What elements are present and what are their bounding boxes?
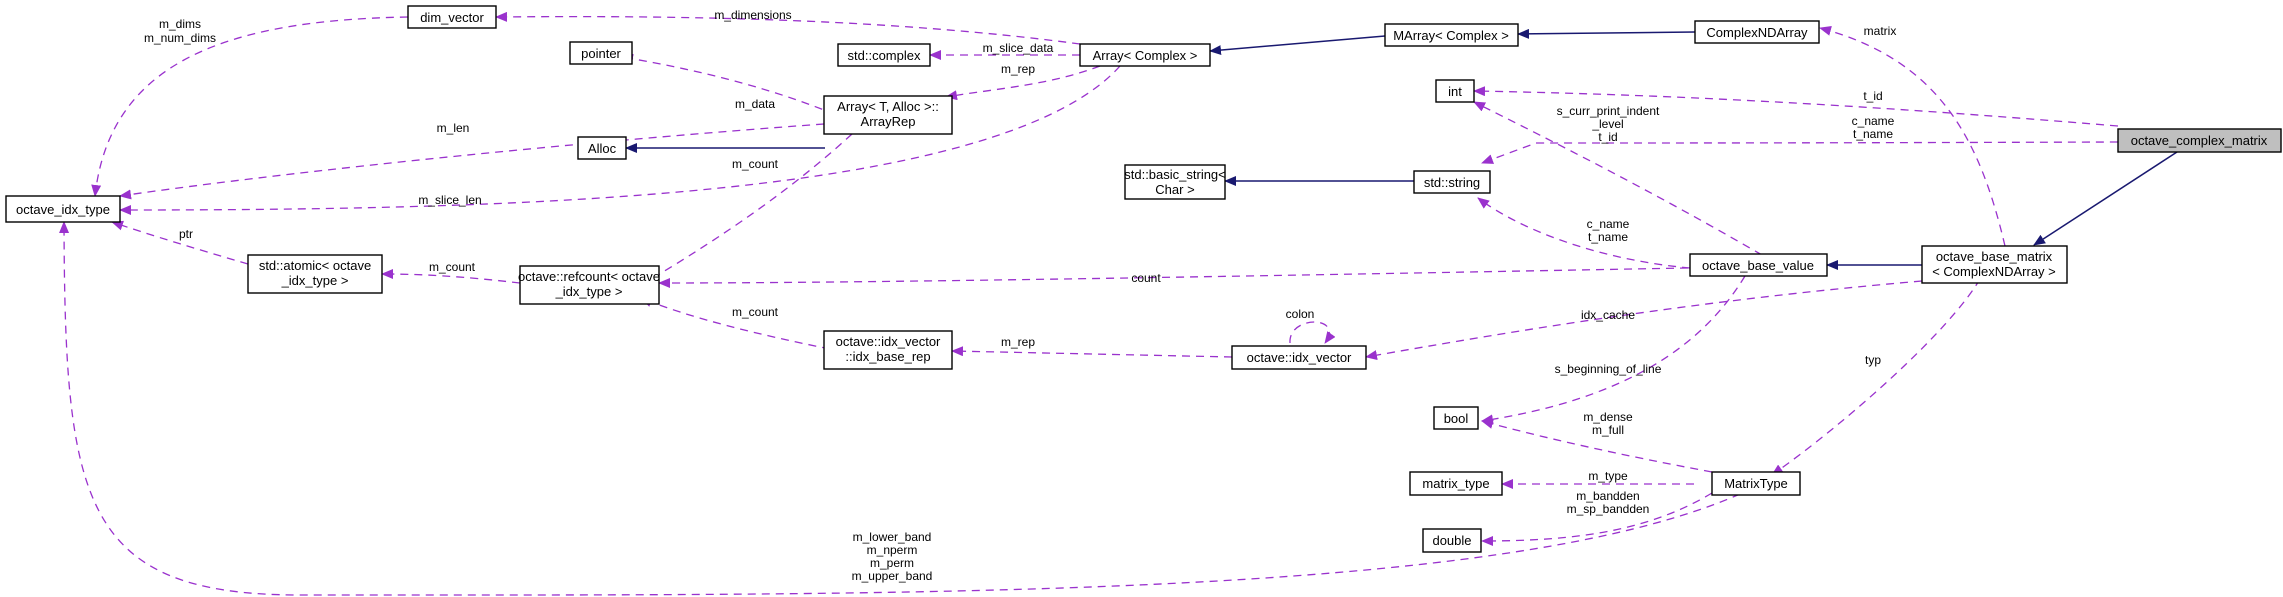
edge-s-beginning-of-line bbox=[1481, 275, 1746, 425]
node-array-complex[interactable]: Array< Complex > bbox=[1079, 43, 1211, 67]
svg-text:std::string: std::string bbox=[1424, 175, 1480, 190]
label-colon: colon bbox=[1286, 307, 1315, 321]
edge-complexnd-marray bbox=[1517, 28, 1696, 39]
svg-text:double: double bbox=[1432, 533, 1471, 548]
node-complexndarray[interactable]: ComplexNDArray bbox=[1694, 20, 1820, 44]
node-pointer[interactable]: pointer bbox=[569, 41, 633, 65]
label-idx-cache: idx_cache bbox=[1581, 308, 1635, 322]
edge-m-lower-band bbox=[59, 221, 1741, 596]
svg-text:int: int bbox=[1448, 84, 1462, 99]
edge-m-dimensions bbox=[495, 11, 1081, 45]
node-idx-base-rep[interactable]: octave::idx_vector::idx_base_rep bbox=[823, 330, 953, 370]
node-std-complex[interactable]: std::complex bbox=[837, 43, 931, 67]
label-m-count-idx: m_count bbox=[732, 305, 779, 319]
svg-text:octave_complex_matrix: octave_complex_matrix bbox=[2131, 133, 2268, 148]
edge-idx-cache bbox=[1365, 280, 1923, 361]
label-t-id: t_id bbox=[1863, 89, 1882, 103]
svg-text:MatrixType: MatrixType bbox=[1724, 476, 1788, 491]
edge-colon bbox=[1289, 321, 1336, 344]
label-m-count-arrayrep: m_count bbox=[732, 157, 779, 171]
edge-m-rep-array bbox=[945, 65, 1101, 101]
node-matrix-type[interactable]: matrix_type bbox=[1409, 471, 1503, 496]
node-MatrixType[interactable]: MatrixType bbox=[1711, 471, 1801, 496]
label-m-rep-array: m_rep bbox=[1001, 62, 1035, 76]
svg-text:octave_idx_type: octave_idx_type bbox=[16, 202, 110, 217]
edge-octave-complex-matrix-base-matrix bbox=[2033, 151, 2178, 246]
node-arrayrep[interactable]: Array< T, Alloc >::ArrayRep bbox=[823, 95, 953, 135]
svg-text:std::basic_string<Char >: std::basic_string<Char > bbox=[1124, 167, 1226, 197]
svg-text:matrix_type: matrix_type bbox=[1422, 476, 1489, 491]
svg-text:ComplexNDArray: ComplexNDArray bbox=[1706, 25, 1808, 40]
node-marray-complex[interactable]: MArray< Complex > bbox=[1384, 23, 1519, 47]
svg-text:MArray< Complex >: MArray< Complex > bbox=[1393, 28, 1509, 43]
edge-m-count-atomic bbox=[381, 269, 521, 284]
label-count: count bbox=[1131, 271, 1161, 285]
node-bool[interactable]: bool bbox=[1433, 406, 1479, 430]
svg-text:pointer: pointer bbox=[581, 46, 621, 61]
node-basic-string[interactable]: std::basic_string<Char > bbox=[1124, 164, 1226, 200]
svg-text:Alloc: Alloc bbox=[588, 141, 617, 156]
node-octave-idx-type[interactable]: octave_idx_type bbox=[5, 195, 121, 223]
label-m-rep-idx: m_rep bbox=[1001, 335, 1035, 349]
label-m-dimensions: m_dimensions bbox=[714, 8, 791, 22]
svg-text:std::atomic< octave_idx_type >: std::atomic< octave_idx_type > bbox=[259, 258, 371, 288]
label-matrix: matrix bbox=[1864, 24, 1897, 38]
node-std-string[interactable]: std::string bbox=[1413, 170, 1491, 194]
label-m-count-atomic: m_count bbox=[429, 260, 476, 274]
edge-matrix bbox=[1819, 26, 2006, 247]
svg-text:Array< T, Alloc >::ArrayRep: Array< T, Alloc >::ArrayRep bbox=[837, 99, 939, 129]
node-double[interactable]: double bbox=[1422, 528, 1482, 553]
svg-text:octave_base_matrix< ComplexNDA: octave_base_matrix< ComplexNDArray > bbox=[1932, 249, 2056, 279]
node-alloc[interactable]: Alloc bbox=[577, 136, 627, 160]
node-octave-complex-matrix[interactable]: octave_complex_matrix bbox=[2117, 128, 2282, 153]
svg-text:dim_vector: dim_vector bbox=[420, 10, 484, 25]
node-std-atomic[interactable]: std::atomic< octave_idx_type > bbox=[247, 254, 383, 294]
node-dim-vector[interactable]: dim_vector bbox=[407, 5, 497, 29]
edge-m-data bbox=[621, 53, 849, 121]
node-octave-base-value[interactable]: octave_base_value bbox=[1689, 253, 1828, 277]
edge-m-bandden bbox=[1481, 492, 1713, 546]
svg-text:bool: bool bbox=[1444, 411, 1469, 426]
label-m-slice-data: m_slice_data bbox=[983, 41, 1054, 55]
label-ptr: ptr bbox=[179, 227, 193, 241]
edge-m-len bbox=[119, 123, 825, 200]
edge-m-slice-len bbox=[119, 65, 1121, 215]
edge-m-dims bbox=[91, 16, 409, 197]
node-int[interactable]: int bbox=[1435, 79, 1475, 103]
label-m-data: m_data bbox=[735, 97, 775, 111]
svg-text:octave::refcount< octave_idx_t: octave::refcount< octave_idx_type > bbox=[518, 269, 660, 299]
svg-text:Array< Complex >: Array< Complex > bbox=[1093, 48, 1198, 63]
edge-m-rep-idx bbox=[951, 346, 1233, 358]
node-idx-vector[interactable]: octave::idx_vector bbox=[1231, 345, 1367, 370]
edge-m-count-idx bbox=[640, 297, 831, 350]
svg-text:std::complex: std::complex bbox=[848, 48, 921, 63]
edge-c-name-right bbox=[1481, 141, 2119, 164]
edge-m-count-arrayrep bbox=[642, 133, 853, 285]
edge-marray-array bbox=[1209, 35, 1386, 56]
svg-text:octave::idx_vector::idx_base_r: octave::idx_vector::idx_base_rep bbox=[836, 334, 941, 364]
node-octave-base-matrix[interactable]: octave_base_matrix< ComplexNDArray > bbox=[1921, 245, 2068, 284]
edge-typ bbox=[1771, 278, 1981, 476]
label-m-slice-len: m_slice_len bbox=[418, 193, 481, 207]
edge-ptr bbox=[111, 220, 249, 265]
edge-m-dense bbox=[1481, 419, 1713, 473]
label-m-type: m_type bbox=[1588, 469, 1628, 483]
label-m-len: m_len bbox=[437, 121, 470, 135]
svg-text:octave_base_value: octave_base_value bbox=[1702, 258, 1814, 273]
svg-text:octave::idx_vector: octave::idx_vector bbox=[1247, 350, 1352, 365]
edge-c-name-mid bbox=[1477, 197, 1691, 269]
edge-t-id bbox=[1473, 86, 2119, 127]
node-refcount[interactable]: octave::refcount< octave_idx_type > bbox=[518, 265, 660, 305]
edge-count bbox=[658, 267, 1689, 288]
label-typ: typ bbox=[1865, 353, 1881, 367]
label-s-beginning-of-line: s_beginning_of_line bbox=[1555, 362, 1662, 376]
